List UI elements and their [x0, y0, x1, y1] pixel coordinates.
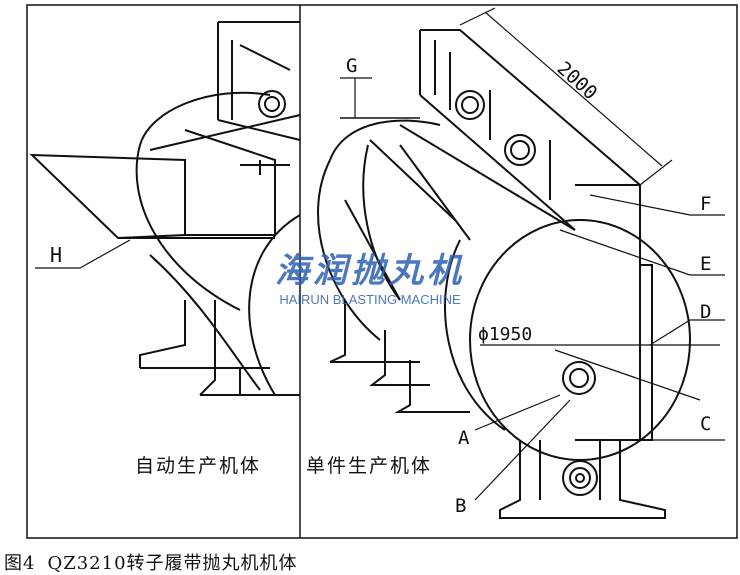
- dimension-diameter-label: ϕ1950: [478, 324, 532, 345]
- caption-number: 图4: [4, 553, 36, 574]
- right-panel-label: 单件生产机体: [306, 455, 432, 477]
- drawing-border: [26, 4, 738, 539]
- left-panel-label: 自动生产机体: [135, 455, 261, 477]
- callout-g: G: [346, 55, 357, 77]
- caption-text: QZ3210转子履带抛丸机机体: [47, 553, 298, 574]
- callout-d: D: [700, 301, 711, 323]
- right-machine-body: [317, 29, 691, 519]
- callout-h: H: [50, 243, 62, 267]
- callout-e: E: [700, 253, 711, 275]
- watermark-chinese: 海润抛丸机: [275, 251, 465, 291]
- callout-c: C: [700, 413, 711, 435]
- left-machine-body: [29, 21, 301, 396]
- watermark-english: HAIRUN BLASTING MACHINE: [279, 292, 461, 307]
- dimension-length-label: 2000: [553, 57, 602, 104]
- callout-b: B: [455, 495, 466, 517]
- leader-h: [79, 239, 131, 269]
- dimension-length: [459, 7, 673, 186]
- leaders-right: [474, 194, 725, 501]
- dimension-diameter: [480, 344, 720, 401]
- figure-caption: 图4 QZ3210转子履带抛丸机机体: [4, 549, 310, 575]
- callout-f: F: [700, 193, 711, 215]
- callout-a: A: [458, 427, 470, 449]
